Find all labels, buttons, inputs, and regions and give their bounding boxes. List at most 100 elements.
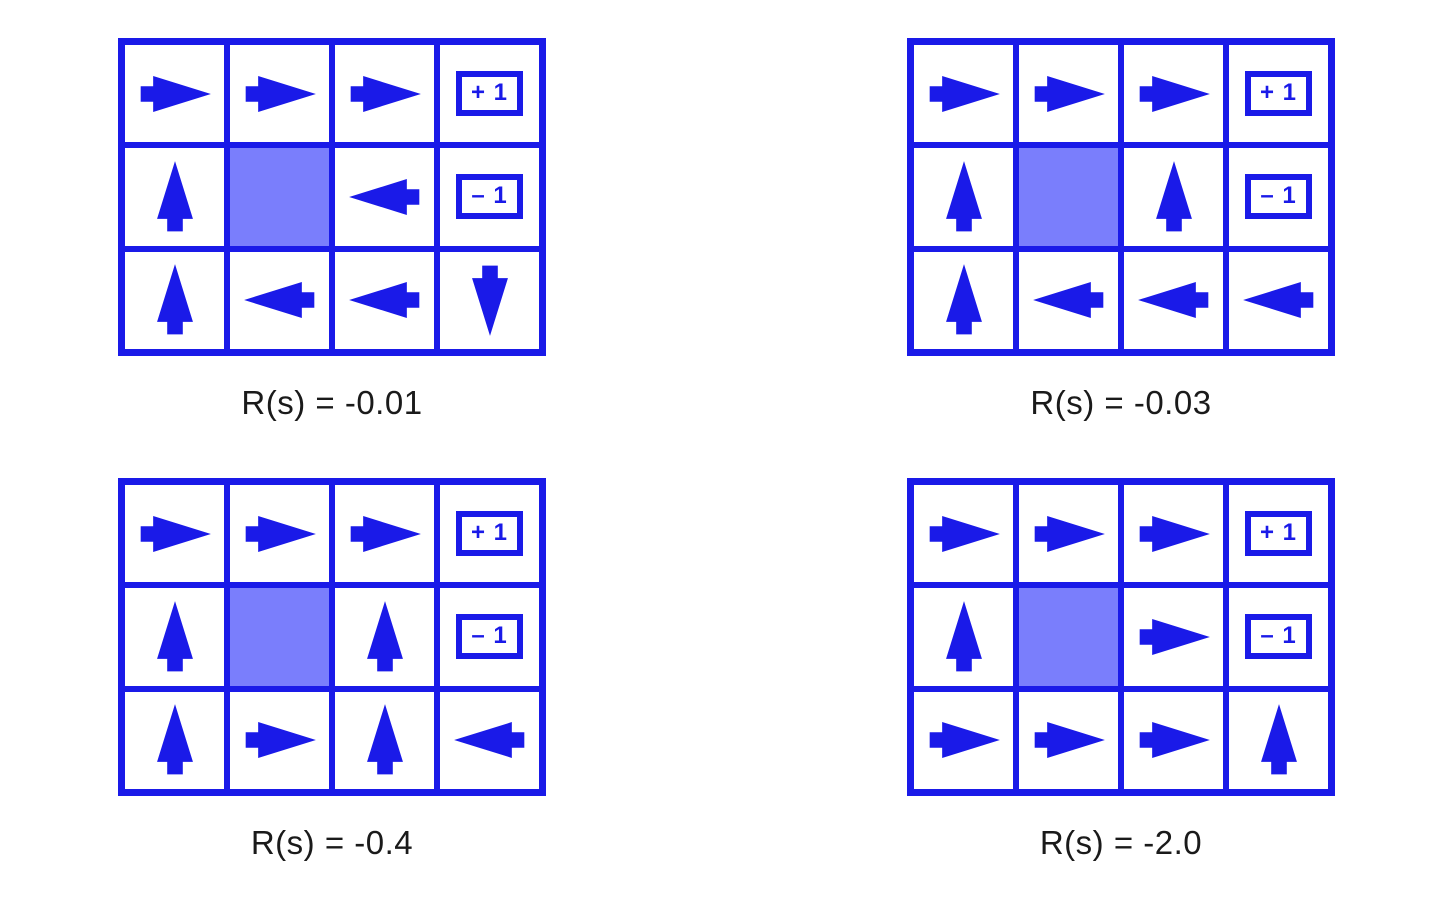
- right-arrow-icon: [136, 495, 214, 573]
- left-arrow-icon: [1030, 261, 1108, 339]
- left-arrow-icon: [241, 261, 319, 339]
- terminal-positive: + 1: [455, 511, 524, 557]
- grid-cell-r3-c4: [440, 251, 539, 349]
- right-arrow-icon: [925, 55, 1003, 133]
- right-arrow-icon: [1135, 598, 1213, 676]
- grid-cell-r1-c1: [914, 485, 1013, 583]
- grid-cell-r3-c1: [125, 251, 224, 349]
- terminal-negative: – 1: [456, 614, 523, 660]
- wall-cell-r2-c2: [230, 588, 329, 686]
- grid-cell-r1-c2: [230, 485, 329, 583]
- up-arrow-icon: [346, 598, 424, 676]
- right-arrow-icon: [346, 55, 424, 133]
- grid-cell-r2-c3: [335, 588, 434, 686]
- grid-cell-r2-c1: [914, 148, 1013, 246]
- gridworld-panel-r-0-4: + 1 – 1: [118, 478, 546, 796]
- up-arrow-icon: [136, 701, 214, 779]
- grid-cell-r1-c2: [1019, 485, 1118, 583]
- grid-cell-r2-c4: – 1: [1229, 148, 1328, 246]
- right-arrow-icon: [1030, 701, 1108, 779]
- up-arrow-icon: [346, 701, 424, 779]
- grid-cell-r1-c2: [230, 45, 329, 143]
- grid-cell-r2-c4: – 1: [440, 148, 539, 246]
- grid-cell-r1-c1: [125, 45, 224, 143]
- up-arrow-icon: [1240, 701, 1318, 779]
- grid-wrapper: + 1 – 1: [52, 38, 612, 356]
- right-arrow-icon: [346, 495, 424, 573]
- right-arrow-icon: [1030, 55, 1108, 133]
- up-arrow-icon: [136, 598, 214, 676]
- grid-cell-r3-c2: [1019, 691, 1118, 789]
- grid-cell-r3-c3: [1124, 251, 1223, 349]
- grid-cell-r1-c3: [1124, 45, 1223, 143]
- right-arrow-icon: [1135, 495, 1213, 573]
- grid-wrapper: + 1 – 1: [841, 478, 1401, 796]
- up-arrow-icon: [925, 158, 1003, 236]
- grid-cell-r2-c1: [125, 148, 224, 246]
- right-arrow-icon: [241, 55, 319, 133]
- left-arrow-icon: [451, 701, 529, 779]
- left-arrow-icon: [346, 158, 424, 236]
- policy-panel-panel-r-0-01: + 1 – 1 R(s) = -0.01: [52, 38, 612, 422]
- grid-cell-r1-c4: + 1: [1229, 485, 1328, 583]
- gridworld-panel-r-2-0: + 1 – 1: [907, 478, 1335, 796]
- left-arrow-icon: [1240, 261, 1318, 339]
- grid-cell-r3-c4: [1229, 691, 1328, 789]
- grid-cell-r1-c4: + 1: [440, 45, 539, 143]
- up-arrow-icon: [136, 261, 214, 339]
- left-arrow-icon: [1135, 261, 1213, 339]
- panel-caption: R(s) = -0.03: [1030, 384, 1212, 421]
- grid-cell-r3-c1: [125, 691, 224, 789]
- wall-cell-r2-c2: [1019, 148, 1118, 246]
- grid-cell-r3-c4: [440, 691, 539, 789]
- terminal-negative: – 1: [1245, 174, 1312, 220]
- grid-cell-r3-c1: [914, 251, 1013, 349]
- panel-caption: R(s) = -2.0: [1039, 824, 1203, 861]
- right-arrow-icon: [241, 495, 319, 573]
- grid-cell-r1-c1: [914, 45, 1013, 143]
- up-arrow-icon: [1135, 158, 1213, 236]
- grid-cell-r1-c3: [335, 485, 434, 583]
- grid-cell-r1-c1: [125, 485, 224, 583]
- terminal-negative: – 1: [456, 174, 523, 220]
- policy-panel-panel-r-0-4: + 1 – 1 R(s) = -0.4: [52, 478, 612, 862]
- grid-cell-r1-c4: + 1: [440, 485, 539, 583]
- grid-cell-r3-c3: [335, 251, 434, 349]
- left-arrow-icon: [346, 261, 424, 339]
- grid-cell-r1-c3: [1124, 485, 1223, 583]
- grid-cell-r1-c3: [335, 45, 434, 143]
- grid-wrapper: + 1 – 1: [52, 478, 612, 796]
- grid-cell-r3-c4: [1229, 251, 1328, 349]
- up-arrow-icon: [136, 158, 214, 236]
- grid-cell-r1-c4: + 1: [1229, 45, 1328, 143]
- grid-cell-r2-c1: [125, 588, 224, 686]
- terminal-positive: + 1: [455, 71, 524, 117]
- terminal-positive: + 1: [1244, 511, 1313, 557]
- right-arrow-icon: [241, 701, 319, 779]
- grid-cell-r3-c2: [230, 691, 329, 789]
- grid-cell-r2-c4: – 1: [1229, 588, 1328, 686]
- right-arrow-icon: [925, 701, 1003, 779]
- up-arrow-icon: [925, 261, 1003, 339]
- right-arrow-icon: [1135, 55, 1213, 133]
- grid-cell-r2-c4: – 1: [440, 588, 539, 686]
- policy-panel-panel-r-2-0: + 1 – 1 R(s) = -2.0: [841, 478, 1401, 862]
- panel-caption: R(s) = -0.4: [250, 824, 414, 861]
- panel-caption: R(s) = -0.01: [241, 384, 423, 421]
- grid-cell-r1-c2: [1019, 45, 1118, 143]
- down-arrow-icon: [451, 261, 529, 339]
- terminal-negative: – 1: [1245, 614, 1312, 660]
- right-arrow-icon: [925, 495, 1003, 573]
- policy-panel-panel-r-0-03: + 1 – 1 R(s) = -0.03: [841, 38, 1401, 422]
- grid-cell-r2-c3: [1124, 588, 1223, 686]
- grid-cell-r3-c1: [914, 691, 1013, 789]
- grid-cell-r2-c3: [335, 148, 434, 246]
- right-arrow-icon: [1135, 701, 1213, 779]
- grid-cell-r2-c3: [1124, 148, 1223, 246]
- grid-cell-r3-c3: [335, 691, 434, 789]
- grid-cell-r3-c2: [230, 251, 329, 349]
- up-arrow-icon: [925, 598, 1003, 676]
- wall-cell-r2-c2: [230, 148, 329, 246]
- right-arrow-icon: [1030, 495, 1108, 573]
